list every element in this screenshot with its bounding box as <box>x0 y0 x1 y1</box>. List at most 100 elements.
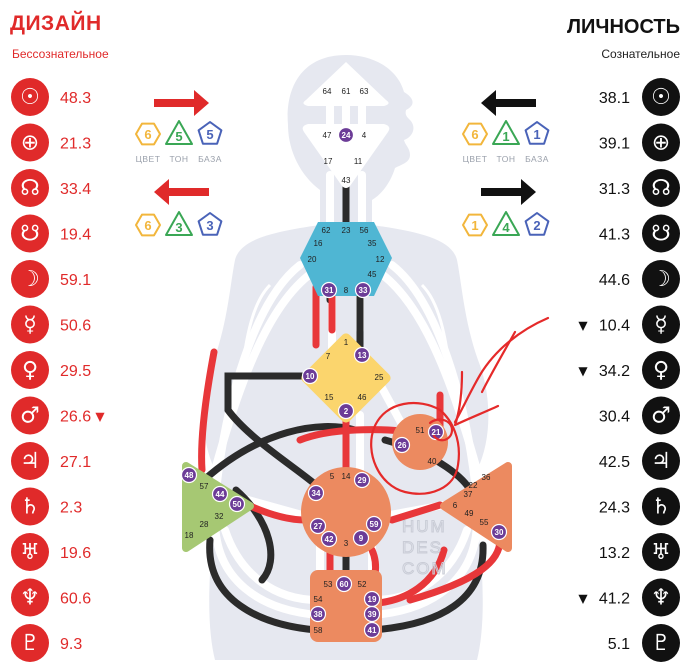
gate-50[interactable]: 50 <box>228 495 246 513</box>
planet-row-saturn: ♄24.3 <box>599 487 680 526</box>
mercury-icon <box>642 305 680 344</box>
gate-13[interactable]: 13 <box>353 346 371 364</box>
mars-icon <box>642 396 680 435</box>
gate-44[interactable]: 44 <box>211 485 229 503</box>
gate-42[interactable]: 42 <box>320 530 338 548</box>
gate-37[interactable]: 37 <box>464 490 473 499</box>
gate-54[interactable]: 54 <box>314 595 323 604</box>
gate-60[interactable]: 60 <box>335 575 353 593</box>
gate-27[interactable]: 27 <box>309 517 327 535</box>
active-gate-badge <box>365 515 383 533</box>
gate-8[interactable]: 8 <box>344 286 349 295</box>
gate-number: 27 <box>314 522 323 531</box>
gate-number: 20 <box>308 255 317 264</box>
planet-direction-mark: ▼ <box>578 319 588 333</box>
gate-61[interactable]: 61 <box>342 87 351 96</box>
gate-26[interactable]: 26 <box>393 436 411 454</box>
gate-47[interactable]: 47 <box>323 131 332 140</box>
gate-40[interactable]: 40 <box>428 457 437 466</box>
gate-52[interactable]: 52 <box>358 580 367 589</box>
planet-row-neptune: ♆41.2▼ <box>578 578 680 617</box>
gate-31[interactable]: 31 <box>320 281 338 299</box>
gate-15[interactable]: 15 <box>325 393 334 402</box>
gate-number: 36 <box>482 473 491 482</box>
gate-22[interactable]: 22 <box>469 481 478 490</box>
gate-43[interactable]: 43 <box>342 176 351 185</box>
planet-value: 24.3 <box>599 500 630 517</box>
gate-38[interactable]: 38 <box>309 605 327 623</box>
gate-6[interactable]: 6 <box>453 501 458 510</box>
gate-number: 41 <box>368 626 377 635</box>
gate-57[interactable]: 57 <box>200 482 209 491</box>
gate-10[interactable]: 10 <box>301 367 319 385</box>
gate-35[interactable]: 35 <box>368 239 377 248</box>
design-subtitle: Бессознательное <box>12 47 109 61</box>
gate-9[interactable]: 9 <box>352 529 370 547</box>
gate-45[interactable]: 45 <box>368 270 377 279</box>
gate-18[interactable]: 18 <box>185 531 194 540</box>
gate-1[interactable]: 1 <box>344 338 349 347</box>
gate-58[interactable]: 58 <box>314 626 323 635</box>
planet-value: 5.1 <box>608 636 630 653</box>
gate-30[interactable]: 30 <box>490 523 508 541</box>
gate-28[interactable]: 28 <box>200 520 209 529</box>
gate-19[interactable]: 19 <box>363 590 381 608</box>
active-gate-badge <box>180 466 198 484</box>
gate-16[interactable]: 16 <box>314 239 323 248</box>
planet-glyph: ☽ <box>20 267 40 292</box>
gate-number: 1 <box>344 338 349 347</box>
gate-29[interactable]: 29 <box>353 471 371 489</box>
variable-label: ЦВЕТ <box>463 154 488 164</box>
gate-number: 53 <box>324 580 333 589</box>
gate-53[interactable]: 53 <box>324 580 333 589</box>
gate-number: 58 <box>314 626 323 635</box>
gate-17[interactable]: 17 <box>324 157 333 166</box>
planet-glyph: ☿ <box>654 313 668 338</box>
gate-62[interactable]: 62 <box>322 226 331 235</box>
planet-row-mars: ♂30.4 <box>599 396 680 435</box>
gate-48[interactable]: 48 <box>180 466 198 484</box>
planet-glyph: ♃ <box>20 449 40 474</box>
planet-value: 33.4 <box>60 181 91 198</box>
gate-number: 37 <box>464 490 473 499</box>
planet-row-north-node: ☊33.4 <box>11 169 91 207</box>
gate-4[interactable]: 4 <box>362 131 367 140</box>
moon-icon <box>11 260 49 298</box>
active-gate-badge <box>307 484 325 502</box>
gate-2[interactable]: 2 <box>337 402 355 420</box>
planet-value: 41.2 <box>599 591 630 608</box>
gate-39[interactable]: 39 <box>363 605 381 623</box>
arrow-left-red-icon <box>154 179 209 205</box>
gate-36[interactable]: 36 <box>482 473 491 482</box>
gate-55[interactable]: 55 <box>480 518 489 527</box>
gate-7[interactable]: 7 <box>326 352 331 361</box>
gate-number: 18 <box>185 531 194 540</box>
watermark-line: DES <box>402 538 443 557</box>
gate-56[interactable]: 56 <box>360 226 369 235</box>
gate-49[interactable]: 49 <box>465 509 474 518</box>
gate-5[interactable]: 5 <box>330 472 335 481</box>
gate-63[interactable]: 63 <box>360 87 369 96</box>
gate-11[interactable]: 11 <box>354 157 363 166</box>
gate-20[interactable]: 20 <box>308 255 317 264</box>
gate-14[interactable]: 14 <box>342 472 351 481</box>
gate-12[interactable]: 12 <box>376 255 385 264</box>
gate-24[interactable]: 24 <box>337 126 355 144</box>
gate-3[interactable]: 3 <box>344 539 349 548</box>
gate-32[interactable]: 32 <box>215 512 224 521</box>
gate-34[interactable]: 34 <box>307 484 325 502</box>
planet-row-south-node: ☋41.3 <box>599 214 680 253</box>
gate-25[interactable]: 25 <box>375 373 384 382</box>
gate-59[interactable]: 59 <box>365 515 383 533</box>
pluto-icon <box>11 624 49 662</box>
gate-46[interactable]: 46 <box>358 393 367 402</box>
gate-33[interactable]: 33 <box>354 281 372 299</box>
gate-64[interactable]: 64 <box>323 87 332 96</box>
gate-number: 17 <box>324 157 333 166</box>
gate-41[interactable]: 41 <box>363 621 381 639</box>
gate-51[interactable]: 51 <box>416 426 425 435</box>
gate-23[interactable]: 23 <box>342 226 351 235</box>
planet-direction-mark: ▼ <box>578 364 588 378</box>
